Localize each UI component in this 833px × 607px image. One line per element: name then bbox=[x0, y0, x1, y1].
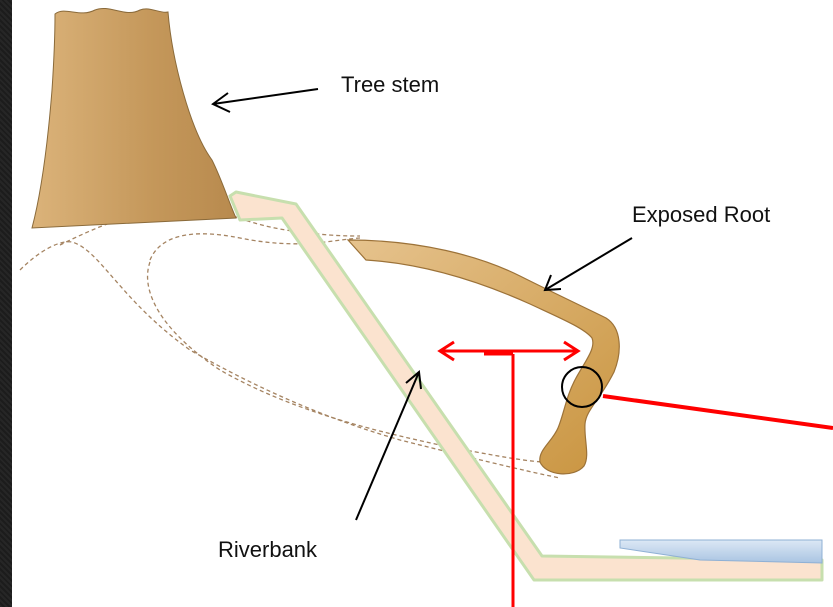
riverbank-label: Riverbank bbox=[218, 537, 317, 563]
tree-stem-label: Tree stem bbox=[341, 72, 439, 98]
diagram-canvas: Tree stem Exposed Root Riverbank bbox=[12, 0, 833, 607]
exposed-root-label: Exposed Root bbox=[632, 202, 770, 228]
exposed-root-arrow bbox=[545, 238, 632, 290]
root-distance-arrow bbox=[440, 342, 578, 360]
tree-stem-arrow bbox=[213, 89, 318, 112]
riverbank-shape bbox=[230, 192, 822, 580]
red-callout-line bbox=[603, 396, 833, 428]
tree-stem-shape bbox=[32, 8, 236, 228]
